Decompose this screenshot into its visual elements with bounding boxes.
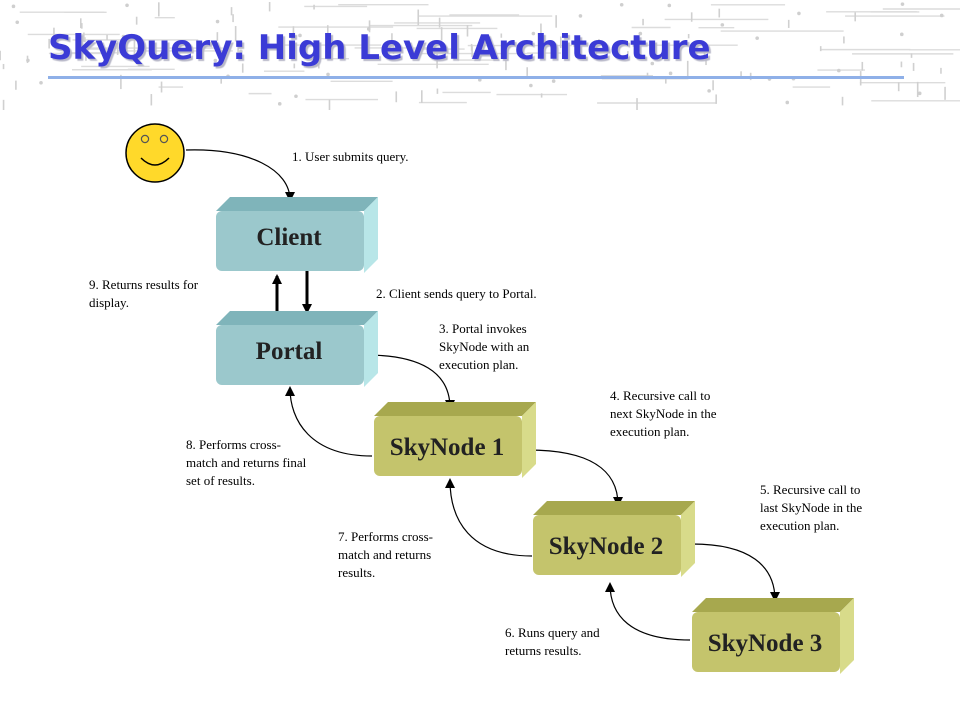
arrow-user-to-client (185, 149, 295, 202)
arrow-skynode2-to-skynode1 (445, 478, 533, 557)
arrow-skynode1-to-skynode2 (527, 449, 623, 507)
step-8-note: 8. Performs cross-match and returns fina… (186, 437, 307, 488)
step-7-note: 7. Performs cross-match and returns resu… (338, 529, 433, 580)
step-9-note: 9. Returns results for display. (89, 277, 199, 310)
page-title: SkyQuery: High Level Architecture (48, 28, 711, 68)
title-underline (48, 76, 904, 79)
portal-label: Portal (255, 338, 323, 365)
skynode-2-label: SkyNode 2 (548, 533, 664, 560)
step-3-note: 3. Portal invokes SkyNode with an execut… (439, 321, 530, 372)
step-4-note: 4. Recursive call to next SkyNode in the… (610, 388, 717, 439)
client-label: Client (256, 224, 322, 251)
step-1-note: 1. User submits query. (292, 149, 409, 164)
arrow-skynode3-to-skynode2 (605, 582, 691, 641)
skynode-1-label: SkyNode 1 (389, 434, 505, 461)
smiley-face-icon (125, 123, 185, 183)
step-6-note: 6. Runs query and returns results. (505, 625, 600, 658)
arrow-skynode1-to-portal (285, 386, 373, 457)
arrow-skynode2-to-skynode3 (691, 543, 780, 602)
skynode-3-label: SkyNode 3 (707, 630, 823, 657)
arrow-portal-to-skynode1 (365, 354, 455, 410)
step-2-note: 2. Client sends query to Portal. (376, 286, 537, 301)
step-5-note: 5. Recursive call to last SkyNode in the… (760, 482, 863, 533)
